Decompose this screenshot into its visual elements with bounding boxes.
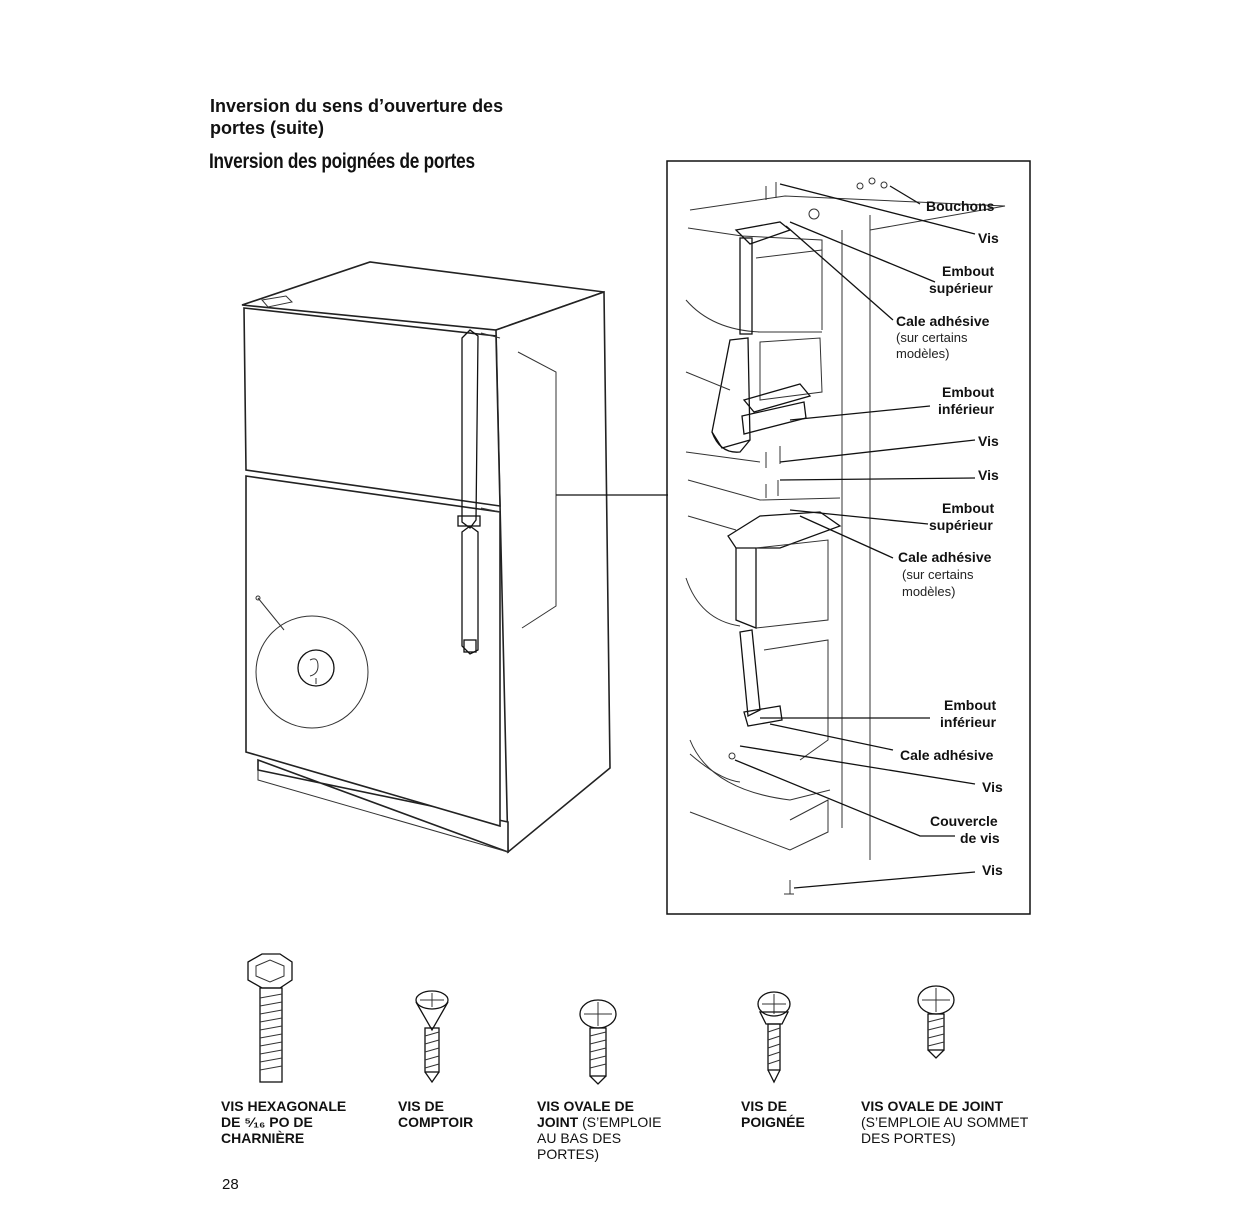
label-cale-note: modèles) xyxy=(902,584,955,599)
label-vis: Vis xyxy=(978,230,999,246)
screw-title: VIS DE xyxy=(398,1098,444,1114)
label-cale-adhesive: Cale adhésive xyxy=(898,549,992,565)
countertop-screw-icon xyxy=(415,990,449,1084)
screw-note: (S’EMPLOIE AU SOMMET xyxy=(861,1114,1029,1130)
label-cale-note: (sur certains xyxy=(896,330,968,345)
hex-screw-icon xyxy=(247,953,293,1083)
screw-title: CHARNIÈRE xyxy=(221,1130,305,1146)
oval-joint-screw-icon xyxy=(579,999,617,1085)
screw-title: VIS HEXAGONALE xyxy=(221,1098,347,1114)
label-embout-superieur: Embout xyxy=(942,500,994,516)
label-cale-adhesive: Cale adhésive xyxy=(896,313,990,329)
subsection-title: Inversion des poignées de portes xyxy=(209,150,475,173)
screw-caption-oval-joint-top: VIS OVALE DE JOINT (S’EMPLOIE AU SOMMET … xyxy=(861,1098,1028,1146)
screw-title: VIS DE xyxy=(741,1098,787,1114)
label-vis: Vis xyxy=(978,433,999,449)
screw-caption-oval-joint-bottom: VIS OVALE DE JOINT (S’EMPLOIE AU BAS DES… xyxy=(537,1098,661,1162)
label-couvercle-de-vis: Couvercle xyxy=(930,813,998,829)
section-title: Inversion du sens d’ouverture des portes… xyxy=(210,96,504,138)
label-vis: Vis xyxy=(978,467,999,483)
handle-screw-icon xyxy=(757,991,791,1084)
screw-caption-handle: VIS DE POIGNÉE xyxy=(741,1098,805,1130)
screw-title: POIGNÉE xyxy=(741,1114,805,1130)
screw-note: DES PORTES) xyxy=(861,1130,956,1146)
screw-note: AU BAS DES xyxy=(537,1130,622,1146)
label-bouchons: Bouchons xyxy=(926,198,995,214)
label-embout-inferieur: Embout xyxy=(942,384,994,400)
screw-title: VIS OVALE DE xyxy=(537,1098,634,1114)
label-vis: Vis xyxy=(982,779,1003,795)
exploded-view: Bouchons Vis Embout supérieur Cale adhés… xyxy=(666,160,1031,915)
label-cale-note: modèles) xyxy=(896,346,949,361)
screw-title: VIS OVALE DE JOINT xyxy=(861,1098,1004,1114)
screw-caption-hex: VIS HEXAGONALE DE ⁵⁄₁₆ PO DE CHARNIÈRE xyxy=(221,1098,346,1146)
screw-title: COMPTOIR xyxy=(398,1114,474,1130)
screw-title: DE ⁵⁄₁₆ PO DE xyxy=(221,1114,313,1130)
label-embout-superieur: supérieur xyxy=(929,517,993,533)
label-cale-adhesive: Cale adhésive xyxy=(900,747,994,763)
label-embout-superieur: supérieur xyxy=(929,280,993,296)
page-number: 28 xyxy=(222,1176,239,1193)
label-embout-superieur: Embout xyxy=(942,263,994,279)
label-embout-inferieur: inférieur xyxy=(938,401,995,417)
label-cale-note: (sur certains xyxy=(902,567,974,582)
screw-note: (S’EMPLOIE xyxy=(582,1114,662,1130)
label-vis: Vis xyxy=(982,862,1003,878)
screw-note: PORTES) xyxy=(537,1146,599,1162)
label-embout-inferieur: Embout xyxy=(944,697,996,713)
refrigerator-illustration xyxy=(241,261,668,854)
label-embout-inferieur: inférieur xyxy=(940,714,997,730)
label-couvercle-de-vis: de vis xyxy=(960,830,1000,846)
oval-joint-screw-top-icon xyxy=(917,985,955,1059)
screw-title: JOINT xyxy=(537,1114,579,1130)
screw-caption-countertop: VIS DE COMPTOIR xyxy=(398,1098,473,1130)
